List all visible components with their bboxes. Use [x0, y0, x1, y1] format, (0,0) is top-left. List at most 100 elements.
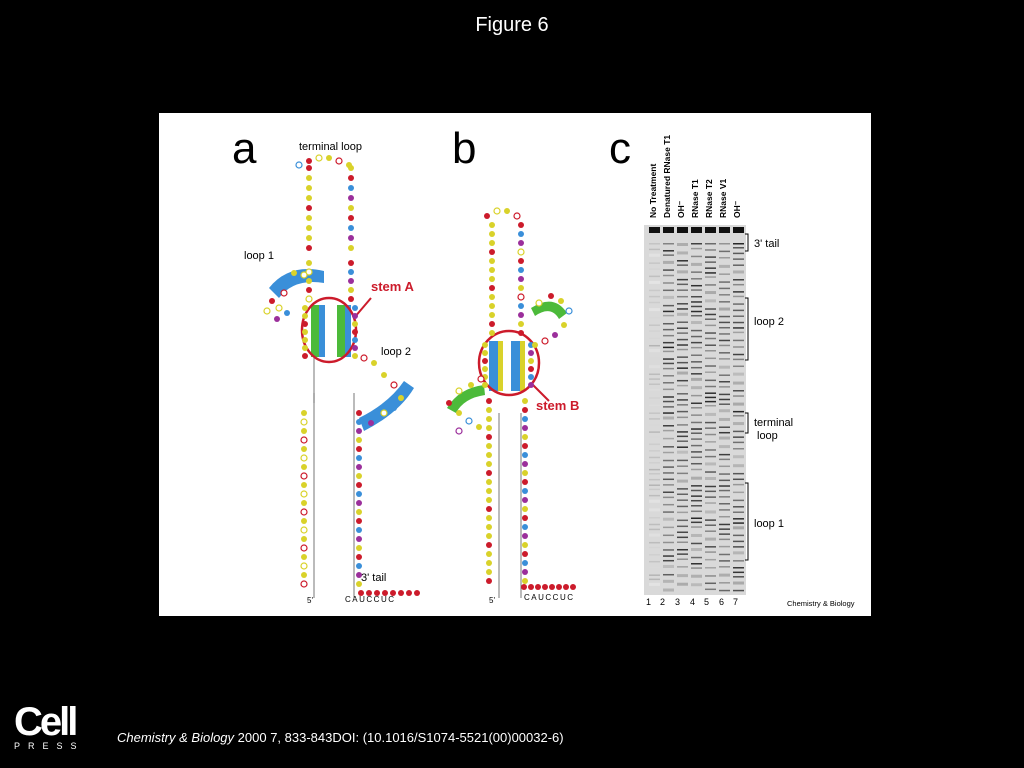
nucleotide-dot — [486, 452, 492, 458]
gel-band — [719, 287, 730, 290]
nucleotide-dot — [398, 395, 404, 401]
gel-band — [649, 533, 660, 537]
region-brackets — [745, 233, 749, 561]
gel-band — [649, 280, 660, 284]
gel-band — [719, 403, 730, 405]
nucleotide-dot — [522, 497, 528, 503]
nucleotide-dot — [305, 295, 313, 303]
nucleotide-dot — [414, 590, 420, 596]
gel-band — [705, 582, 716, 585]
gel-band — [719, 566, 730, 568]
nucleotide-dot — [528, 366, 534, 372]
gel-band — [733, 534, 744, 537]
gel-band — [719, 264, 730, 268]
nucleotide-dot — [356, 563, 362, 569]
gel-band — [663, 484, 674, 486]
nucleotide-dot — [486, 488, 492, 494]
nucleotide-dot — [528, 350, 534, 356]
gel-band — [705, 441, 716, 443]
nucleotide-dot — [356, 527, 362, 533]
lane-number-3: 3 — [675, 597, 680, 607]
gel-band — [677, 321, 688, 323]
gel-band — [719, 257, 730, 259]
gel-band — [677, 308, 688, 310]
gel-band — [719, 458, 730, 461]
gel-band — [705, 396, 716, 399]
nucleotide-dot — [518, 285, 524, 291]
panel-label-b: b — [452, 124, 476, 173]
gel-band — [705, 379, 716, 382]
nucleotide-dot — [368, 420, 374, 426]
nucleotide-dot — [522, 434, 528, 440]
nucleotide-dot — [301, 464, 307, 470]
nucleotide-dot — [302, 337, 308, 343]
slide-title: Figure 6 — [475, 14, 549, 36]
nucleotide-dot — [518, 258, 524, 264]
nucleotide-dot — [356, 581, 362, 587]
gel-band — [733, 321, 744, 324]
gel-band — [649, 578, 660, 581]
gel-band — [649, 546, 660, 549]
gel-band — [705, 449, 716, 451]
gel-band — [677, 541, 688, 544]
gel-band — [705, 537, 716, 541]
nucleotide-dot — [522, 443, 528, 449]
nucleotide-dot — [306, 260, 312, 266]
gel-band — [649, 484, 660, 486]
gel-band — [649, 435, 660, 438]
gel-band — [649, 330, 660, 332]
gel-band — [691, 468, 702, 471]
nucleotide-dot — [528, 584, 534, 590]
gel-band — [733, 576, 744, 578]
gel-band — [649, 456, 660, 459]
gel-band — [719, 538, 730, 541]
gel-band — [733, 247, 744, 249]
gel-band — [691, 255, 702, 258]
nucleotide-dot — [489, 249, 495, 255]
gel-band — [691, 373, 702, 375]
gel-band — [719, 515, 730, 518]
nucleotide-dot — [406, 590, 412, 596]
nucleotide-dot — [390, 381, 398, 389]
gel-band — [649, 248, 660, 251]
gel-band — [663, 478, 674, 481]
gel-band — [649, 516, 660, 519]
gel-band — [677, 479, 688, 483]
gel-band — [691, 386, 702, 390]
gel-band — [649, 582, 660, 586]
gel-band — [649, 308, 660, 312]
gel-band — [733, 279, 744, 281]
gel-band — [733, 441, 744, 444]
nucleotide-dot — [356, 437, 362, 443]
gel-band — [649, 554, 660, 556]
nucleotide-dot — [489, 312, 495, 318]
gel-band — [677, 493, 688, 496]
nucleotide-dot — [300, 454, 308, 462]
gel-band — [691, 517, 702, 520]
nucleotide-dot — [482, 342, 488, 348]
gel-band — [733, 522, 744, 524]
gel-band — [733, 571, 744, 574]
logo-press: PRESS — [14, 741, 85, 751]
nucleotide-dot — [489, 294, 495, 300]
nucleotide-dot — [302, 329, 308, 335]
gel-band — [663, 429, 674, 432]
gel-band — [649, 349, 660, 353]
gel-band — [649, 404, 660, 406]
lane-number-5: 5 — [704, 597, 709, 607]
gel-band — [705, 477, 716, 481]
lane-label-4: RNase T1 — [690, 179, 700, 218]
lane-number-1: 1 — [646, 597, 651, 607]
gel-band — [649, 253, 660, 257]
gel-band — [649, 337, 660, 339]
gel-band — [705, 313, 716, 316]
nucleotide-dot — [302, 313, 308, 319]
gel-band — [719, 409, 730, 413]
nucleotide-dot — [356, 500, 362, 506]
gel-band — [705, 490, 716, 493]
gel-band — [691, 366, 702, 369]
gel-band — [691, 377, 702, 381]
gel-band — [705, 485, 716, 488]
gel-band — [705, 350, 716, 352]
nucleotide-dot — [489, 267, 495, 273]
